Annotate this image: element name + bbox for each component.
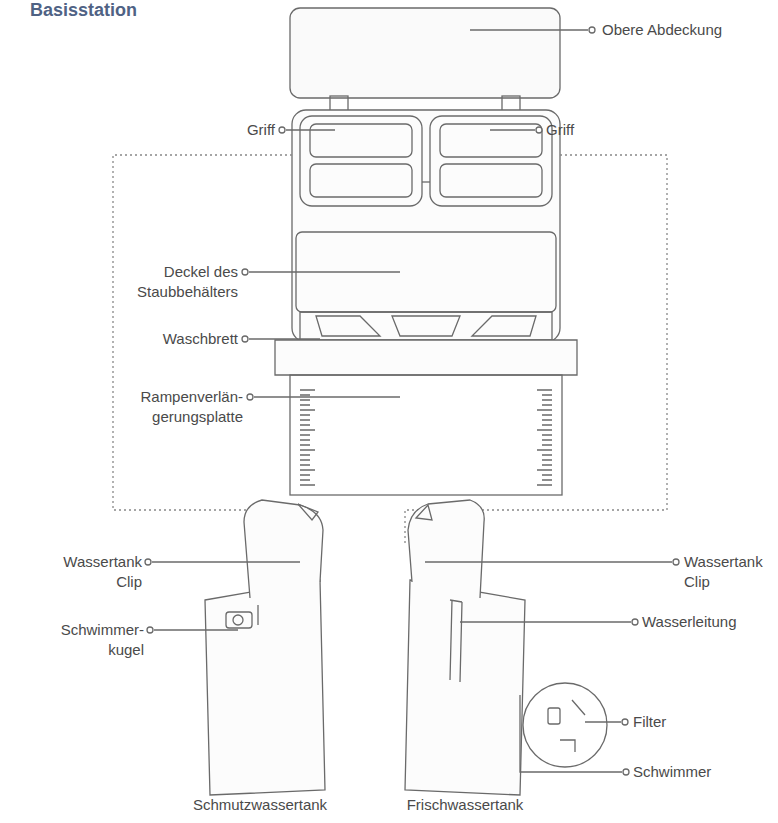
part-label: Filter <box>633 712 753 732</box>
title: Basisstation <box>30 0 137 21</box>
caption-label: Schmutzwassertank <box>150 795 370 815</box>
part-label: Wassertank Clip <box>46 552 142 592</box>
dotted-guide <box>113 155 667 545</box>
part-label: Deckel des Staubbehälters <box>120 262 238 302</box>
part-label: Griff <box>546 120 626 140</box>
part-label: Schwimmer <box>633 762 753 782</box>
part-label: Griff <box>185 120 275 140</box>
dirty-water-tank <box>205 500 325 795</box>
part-label: Wassertank Clip <box>684 552 776 592</box>
base-station <box>275 8 577 495</box>
part-label: Schwimmer- kugel <box>46 620 144 660</box>
part-label: Rampenverlän- gerungsplatte <box>118 387 243 427</box>
part-label: Waschbrett <box>108 329 238 349</box>
caption-label: Frischwassertank <box>370 795 560 815</box>
part-label: Wasserleitung <box>642 612 778 632</box>
part-label: Obere Abdeckung <box>602 20 772 40</box>
fresh-water-tank <box>405 500 622 795</box>
